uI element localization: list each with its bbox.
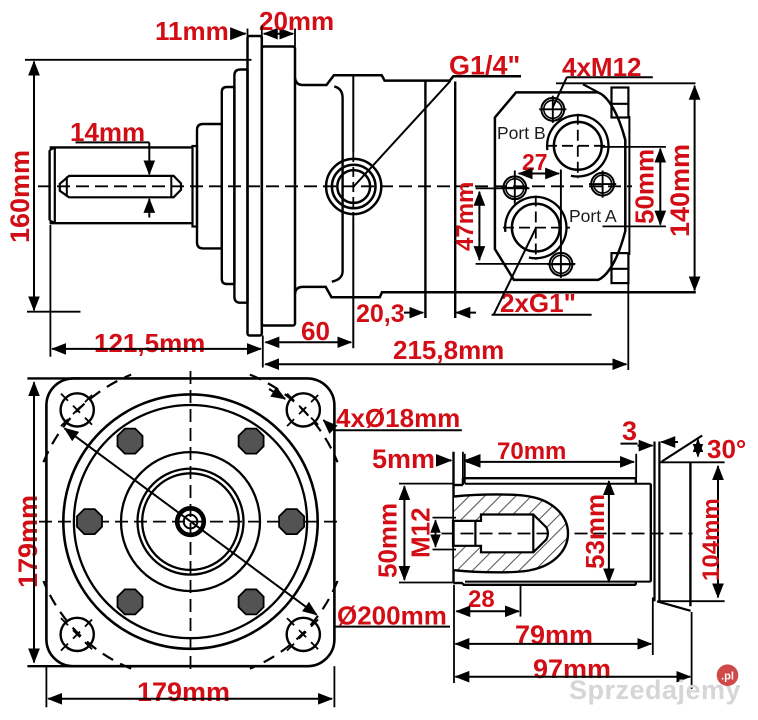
svg-text:179mm: 179mm [13, 495, 43, 588]
svg-text:30°: 30° [707, 434, 746, 464]
svg-text:140mm: 140mm [665, 144, 695, 237]
svg-text:Port B: Port B [497, 123, 546, 143]
svg-text:Sprzedajemy: Sprzedajemy [569, 675, 741, 705]
svg-text:5mm: 5mm [372, 444, 435, 474]
svg-text:20,3: 20,3 [356, 300, 405, 328]
svg-text:2xG1": 2xG1" [500, 288, 576, 318]
svg-text:4xØ18mm: 4xØ18mm [336, 403, 460, 433]
svg-text:.pl: .pl [721, 671, 734, 683]
svg-text:28: 28 [468, 586, 495, 613]
svg-text:121,5mm: 121,5mm [94, 328, 205, 358]
svg-text:50mm: 50mm [373, 503, 403, 578]
svg-text:27: 27 [522, 149, 548, 175]
svg-text:G1/4": G1/4" [449, 51, 520, 81]
svg-text:215,8mm: 215,8mm [393, 335, 504, 365]
svg-text:M12: M12 [406, 507, 436, 558]
svg-text:20mm: 20mm [259, 6, 334, 36]
svg-text:47mm: 47mm [452, 182, 479, 251]
svg-text:Ø200mm: Ø200mm [337, 601, 447, 631]
svg-text:79mm: 79mm [515, 620, 593, 650]
svg-text:11mm: 11mm [155, 16, 229, 46]
svg-text:Port A: Port A [569, 206, 617, 226]
svg-text:160mm: 160mm [5, 150, 35, 243]
svg-text:53mm: 53mm [580, 494, 610, 569]
svg-text:104mm: 104mm [698, 498, 725, 581]
svg-text:179mm: 179mm [137, 677, 230, 707]
svg-text:50mm: 50mm [630, 149, 660, 224]
svg-text:3: 3 [622, 416, 637, 446]
